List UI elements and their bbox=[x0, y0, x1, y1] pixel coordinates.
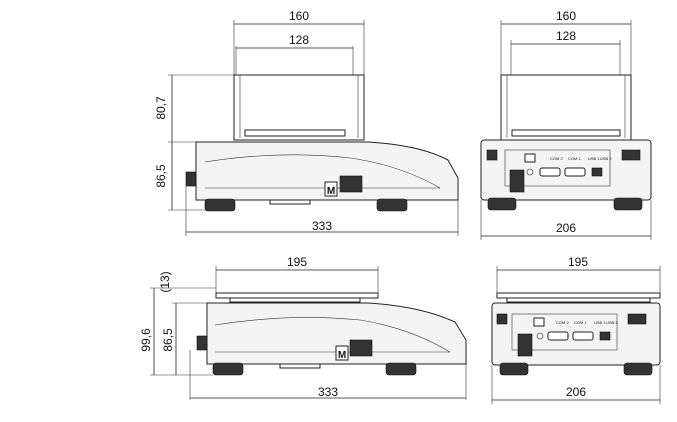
dim-height-lower: 86,5 bbox=[154, 164, 168, 188]
m-badge-lower: M bbox=[338, 350, 346, 361]
port-usb1: USB 1 bbox=[588, 156, 600, 161]
dim-height-upper: 80,7 bbox=[154, 96, 168, 120]
dim-width-outer-front: 160 bbox=[556, 9, 576, 23]
front-view-draft-shield: 160 128 COM 2 COM 1 USB 1 USB 2 206 bbox=[480, 9, 652, 240]
side-view-pan: 195 M (13) 99,6 86,5 333 bbox=[139, 255, 467, 400]
port-com1-lower: COM 1 bbox=[574, 320, 587, 325]
dim-height-body: 86,5 bbox=[161, 328, 175, 352]
front-view-pan: 195 COM 2 COM 1 USB 1 USB 2 206 bbox=[491, 255, 661, 404]
dim-height-total: 99,6 bbox=[139, 328, 153, 352]
dim-depth: 333 bbox=[312, 219, 332, 233]
port-com2: COM 2 bbox=[550, 156, 563, 161]
port-usb2: USB 2 bbox=[600, 156, 612, 161]
dim-pan-width: 195 bbox=[287, 255, 307, 269]
port-usb1-lower: USB 1 bbox=[594, 320, 606, 325]
port-usb2-lower: USB 2 bbox=[606, 320, 618, 325]
dim-width-front: 206 bbox=[556, 221, 576, 235]
side-view-draft-shield: 160 128 M 80,7 86,5 333 bbox=[154, 9, 459, 236]
dim-clearance: (13) bbox=[158, 271, 172, 292]
dim-width-front-lower: 206 bbox=[566, 385, 586, 399]
dim-width-outer: 160 bbox=[289, 9, 309, 23]
port-com1: COM 1 bbox=[568, 156, 581, 161]
dim-pan-width-front: 195 bbox=[568, 255, 588, 269]
port-com2-lower: COM 2 bbox=[556, 320, 569, 325]
dim-width-inner-front: 128 bbox=[556, 29, 576, 43]
dim-width-inner: 128 bbox=[289, 33, 309, 47]
m-badge: M bbox=[327, 186, 335, 197]
dim-depth-lower: 333 bbox=[318, 385, 338, 399]
